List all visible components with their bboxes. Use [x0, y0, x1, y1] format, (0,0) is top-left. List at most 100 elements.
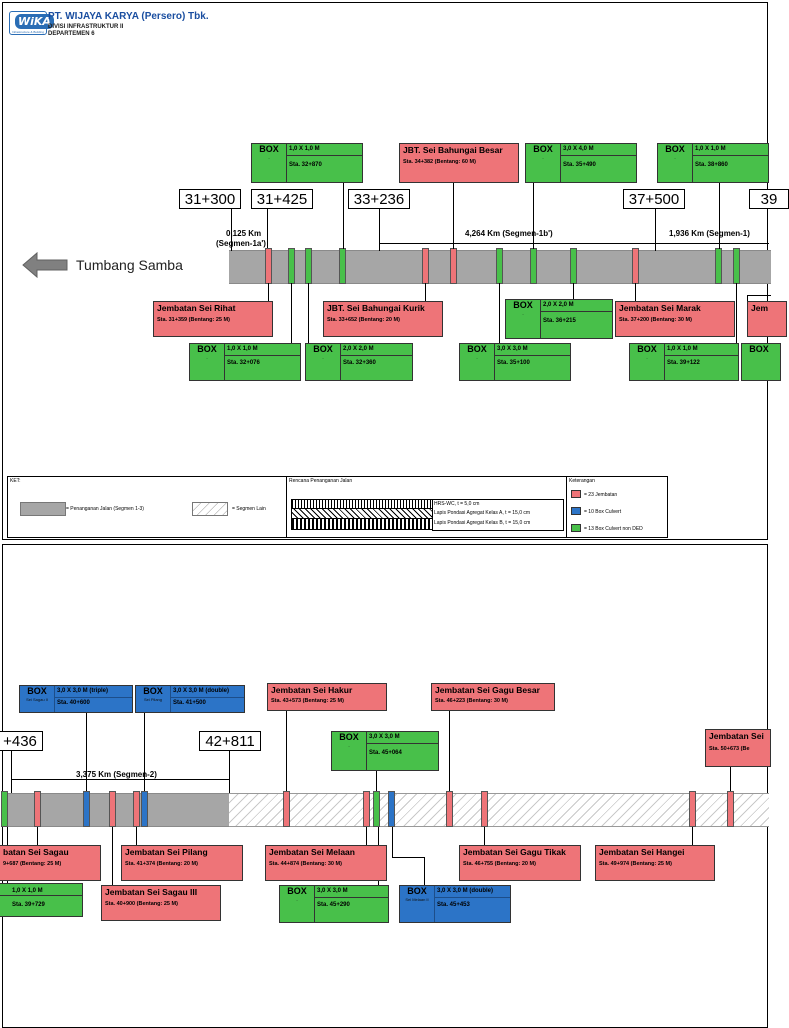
culvert-non-ded-marker [305, 248, 312, 284]
box-culvert-card: BOX - 3,0 X 3,0 M Sta. 45+290 [279, 885, 389, 923]
segment-label: 1,936 Km (Segmen-1) [669, 229, 750, 238]
box-station: Sta. 38+860 [695, 162, 728, 168]
bridge-name: Jembatan Sei Melaan [269, 847, 355, 857]
layer-label: Lapis Pondasi Agregat Kelas B, t = 15,0 … [434, 520, 531, 526]
legend-other-swatch [192, 502, 228, 516]
bridge-station: Sta. 34+382 (Bentang: 60 M) [403, 159, 476, 165]
station-box: 31+300 [179, 189, 241, 209]
box-station: Sta. 41+500 [173, 700, 206, 706]
bridge-name: Jembatan Sei Gagu Besar [435, 685, 540, 695]
culvert-non-ded-marker [570, 248, 577, 284]
legend-key: KET: = Penanganan Jalan (Segmen 1-3) = S… [7, 476, 287, 538]
culvert-non-ded-swatch [571, 524, 581, 532]
box-culvert-card: BOX - 1,0 X 1,0 M Sta. 32+870 [251, 143, 363, 183]
culvert-non-ded-marker [496, 248, 503, 284]
bridge-marker [109, 791, 116, 827]
bridge-marker [727, 791, 734, 827]
box-title: BOX [287, 886, 307, 896]
box-title: BOX [27, 686, 47, 696]
box-title: BOX [197, 344, 217, 354]
box-title: BOX [143, 686, 163, 696]
station-box: +436 [0, 731, 43, 751]
culvert-non-ded-marker [715, 248, 722, 284]
bridge-name: JBT. Sei Bahungai Besar [403, 145, 503, 155]
box-subtitle: - [674, 155, 676, 160]
bridge-station: 9+687 (Bentang: 25 M) [3, 861, 62, 867]
box-subtitle: - [348, 743, 350, 748]
bridge-marker [446, 791, 453, 827]
legend-key-title: KET: [10, 478, 21, 484]
box-culvert-card: BOX [741, 343, 781, 381]
segment-length-label: 0,125 Km [226, 229, 262, 238]
box-culvert-card: BOX - 3,0 X 3,0 M Sta. 35+100 [459, 343, 571, 381]
box-culvert-card: BOX - 3,0 X 4,0 M Sta. 35+490 [525, 143, 637, 183]
road-segment-1a [229, 250, 379, 284]
station-box: 42+811 [199, 731, 261, 751]
bridge-station: Sta. 43+573 (Bentang: 25 M) [271, 698, 344, 704]
bridge-card: Jembatan Sei Hakur Sta. 43+573 (Bentang:… [267, 683, 387, 711]
bridge-station: Sta. 41+374 (Bentang: 20 M) [125, 861, 198, 867]
box-subtitle: - [296, 897, 298, 902]
bridge-card: Jembatan Sei Gagu Besar Sta. 46+223 (Ben… [431, 683, 555, 711]
box-subtitle: - [206, 355, 208, 360]
bridge-card: Jembatan Sei Gagu Tikak Sta. 46+755 (Ben… [459, 845, 581, 881]
sheet-1: WiKA Infrastructure & Building PT. WIJAY… [2, 2, 789, 540]
bridge-card: Jembatan Sei Sagau III Sta. 40+900 (Bent… [101, 885, 221, 921]
bridge-station: Sta. 50+673 (Be [709, 746, 750, 752]
box-dimension: 3,0 X 3,0 M (triple) [57, 688, 109, 694]
bridge-card: JBT. Sei Bahungai Besar Sta. 34+382 (Ben… [399, 143, 519, 183]
box-station: Sta. 40+600 [57, 700, 90, 706]
bridge-card: Jembatan Sei Melaan Sta. 44+874 (Bentang… [265, 845, 387, 881]
box-dimension: 2,0 X 2,0 M [543, 302, 574, 308]
bridge-name: Jembatan Sei Rihat [157, 303, 236, 313]
bridge-card: batan Sei Sagau 9+687 (Bentang: 25 M) [0, 845, 101, 881]
box-dimension: 3,0 X 3,0 M [369, 734, 400, 740]
bridge-name: Jembatan Sei Hakur [271, 685, 353, 695]
bridge-swatch [571, 490, 581, 498]
legend-road-label: = Penanganan Jalan (Segmen 1-3) [66, 506, 144, 512]
bridge-card: Jembatan Sei Marak Sta. 37+200 (Bentang:… [615, 301, 735, 337]
box-title: BOX [637, 344, 657, 354]
bridge-card: Jembatan Sei Pilang Sta. 41+374 (Bentang… [121, 845, 243, 881]
bridge-marker [450, 248, 457, 284]
bridge-name: Jembatan Sei Gagu Tikak [463, 847, 566, 857]
box-subtitle: Sei Pilang [143, 697, 162, 702]
wika-logo: WiKA Infrastructure & Building [9, 11, 54, 35]
box-title: BOX [259, 144, 279, 154]
bridge-name: Jem [751, 303, 769, 313]
box-culvert-card: BOX - 1,0 X 1,0 M Sta. 38+860 [657, 143, 769, 183]
box-subtitle: - [542, 155, 544, 160]
box-culvert-card: BOX - 1,0 X 1,0 M Sta. 32+076 [189, 343, 301, 381]
bridge-marker [422, 248, 429, 284]
box-title: BOX [313, 344, 333, 354]
box-subtitle: Sei Sagau II [26, 697, 48, 702]
box-station: Sta. 32+076 [227, 360, 260, 366]
road-other-segment [229, 793, 769, 827]
station-box: 31+425 [251, 189, 313, 209]
logo-subtitle: Infrastructure & Building [12, 30, 45, 34]
bridge-marker [283, 791, 290, 827]
segment-name-label: (Segmen-1a') [216, 239, 266, 248]
bridge-card: Jembatan Sei Rihat Sta. 31+359 (Bentang:… [153, 301, 273, 337]
bridge-station: Sta. 46+223 (Bentang: 30 M) [435, 698, 508, 704]
bridge-name: Jembatan Sei Pilang [125, 847, 208, 857]
culvert-marker [83, 791, 90, 827]
box-title: BOX [339, 732, 359, 742]
note-label: = 13 Box Culvert non DED [584, 526, 643, 532]
box-station: Sta. 35+100 [497, 360, 530, 366]
box-subtitle: - [522, 311, 524, 316]
bridge-marker [133, 791, 140, 827]
box-dimension: 3,0 X 3,0 M (double) [437, 888, 494, 894]
box-dimension: 1,0 X 1,0 M [667, 346, 698, 352]
box-dimension: 1,0 X 1,0 M [12, 888, 43, 894]
box-subtitle: - [476, 355, 478, 360]
bridge-name: Jembatan Sei Sagau III [105, 887, 198, 897]
box-culvert-card: BOX Sei Sagau II 3,0 X 3,0 M (triple) St… [19, 685, 133, 713]
logo-text: WiKA [15, 14, 54, 29]
bridge-name: batan Sei Sagau [3, 847, 69, 857]
box-station: Sta. 35+490 [563, 162, 596, 168]
culvert-swatch [571, 507, 581, 515]
arrow-left-icon [22, 251, 68, 279]
layer-b-swatch [291, 518, 433, 530]
culvert-non-ded-marker [733, 248, 740, 284]
